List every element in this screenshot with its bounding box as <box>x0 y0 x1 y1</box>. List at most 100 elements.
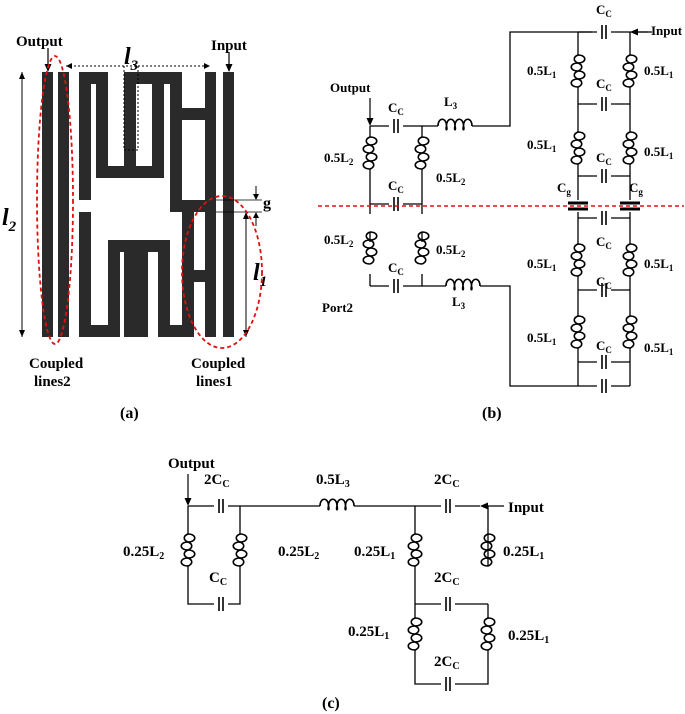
svg-text:0.25L1: 0.25L1 <box>503 544 544 562</box>
inductor-b-l1-6 <box>622 243 638 277</box>
upper-meander <box>79 72 216 200</box>
output-label-b: Output <box>330 80 371 95</box>
svg-text:CC: CC <box>596 150 612 167</box>
cc-cap-b-r2 <box>601 96 607 112</box>
svg-text:0.5L3: 0.5L3 <box>316 472 350 490</box>
coupled-line-2b <box>58 72 69 337</box>
q-l2-label-c2: 0.25L <box>278 544 314 560</box>
inductor-b-l1-1 <box>570 54 586 88</box>
half-l2-label-b3: 0.5L <box>324 232 349 247</box>
svg-text:0.5L1: 0.5L1 <box>527 137 557 154</box>
inductor-b-l2-2 <box>414 136 430 170</box>
svg-text:2CC: 2CC <box>434 570 460 588</box>
input-label-a: Input <box>211 38 247 54</box>
half-l1-label-b1: 0.5L <box>527 63 552 78</box>
svg-text:0.25L1: 0.25L1 <box>348 624 389 642</box>
svg-text:0.5L1: 0.5L1 <box>644 256 674 273</box>
cc-cap-b-r4 <box>601 210 607 226</box>
svg-text:CC: CC <box>388 178 404 195</box>
caption-b: (b) <box>482 405 502 422</box>
inductor-b-l1-8 <box>622 315 638 349</box>
two-cc-label-c3: 2C <box>434 570 452 586</box>
lower-meander <box>79 212 136 337</box>
svg-text:0.5L2: 0.5L2 <box>436 170 466 187</box>
svg-text:CC: CC <box>596 234 612 251</box>
svg-text:0.25L2: 0.25L2 <box>123 544 164 562</box>
half-l1-label-b2: 0.5L <box>644 63 669 78</box>
half-l2-label-b4: 0.5L <box>436 242 461 257</box>
upper-meander-right <box>136 84 164 178</box>
caption-a: (a) <box>120 405 139 422</box>
panel-b: Output Input CC CC CC L3 L3 0.5L2 0.5L2 … <box>318 2 684 422</box>
half-l2-label-b1: 0.5L <box>324 150 349 165</box>
g-label: g <box>263 195 271 212</box>
cc-label-b8: C <box>596 274 605 289</box>
cc-label-b3: C <box>388 260 397 275</box>
two-cc-cap-c1 <box>218 498 224 514</box>
layout-metal <box>42 72 234 337</box>
svg-text:2CC: 2CC <box>434 472 460 490</box>
cc-label-b7: C <box>596 234 605 249</box>
l3-label-b2: L <box>452 294 461 309</box>
half-l1-label-b4: 0.5L <box>644 144 669 159</box>
inductor-c-l1-3 <box>407 617 423 651</box>
svg-text:lines2: lines2 <box>34 374 71 390</box>
output-label-c: Output <box>168 456 215 472</box>
lower-meander-right <box>136 240 205 337</box>
svg-text:L3: L3 <box>452 294 466 311</box>
cg-label-b1: C <box>557 180 566 195</box>
half-l1-label-b5: 0.5L <box>527 256 552 271</box>
svg-text:0.25L1: 0.25L1 <box>354 544 395 562</box>
cc-label-b4: C <box>596 2 605 17</box>
l3-label-b1: L <box>444 94 453 109</box>
q-l2-label-c1: 0.25L <box>123 544 159 560</box>
panel-a: l3 l2 l1 g Output Input Coupl <box>2 34 271 422</box>
svg-text:2CC: 2CC <box>434 654 460 672</box>
cc-label-b9: C <box>596 338 605 353</box>
coupled-line-2a <box>42 72 53 337</box>
svg-text:CC: CC <box>388 260 404 277</box>
panel-c: Output Input 2CC CC 0.5L3 2CC 2CC 2CC 0.… <box>123 456 549 712</box>
inductor-c-l2-1 <box>180 533 196 567</box>
cc-cap-c <box>218 596 224 612</box>
cc-cap-b-r3 <box>601 168 607 184</box>
coupled-lines2-label: Coupled <box>29 356 84 372</box>
l1-dimension <box>243 212 249 337</box>
svg-text:0.5L1: 0.5L1 <box>644 63 674 80</box>
inductor-b-l3-bot <box>445 278 481 291</box>
l1-label: l <box>253 260 260 286</box>
two-cc-label-c2: 2C <box>434 472 452 488</box>
cc-label-b6: C <box>596 150 605 165</box>
inductor-c-l2-2 <box>232 533 248 567</box>
svg-text:0.5L1: 0.5L1 <box>644 340 674 357</box>
two-cc-cap-c2 <box>445 498 451 514</box>
svg-text:0.5L1: 0.5L1 <box>527 330 557 347</box>
half-l2-label-b2: 0.5L <box>436 170 461 185</box>
inductor-b-l1-2 <box>622 54 638 88</box>
svg-text:0.5L1: 0.5L1 <box>644 144 674 161</box>
coupled-line-1a <box>205 72 216 337</box>
svg-text:Cg: Cg <box>629 180 643 197</box>
half-l1-label-b8: 0.5L <box>644 340 669 355</box>
coupled-lines2-ellipse <box>36 55 74 345</box>
cg-label-b2: C <box>629 180 638 195</box>
right-ladder-wires <box>577 31 652 387</box>
svg-text:CC: CC <box>596 338 612 355</box>
cc-cap-b-top <box>393 118 399 134</box>
caption-c: (c) <box>322 695 340 712</box>
q-l1-label-c3: 0.25L <box>348 624 384 640</box>
inductor-b-l1-4 <box>622 131 638 165</box>
l3-dimension <box>66 63 210 151</box>
svg-text:lines1: lines1 <box>196 374 233 390</box>
svg-text:0.5L1: 0.5L1 <box>527 63 557 80</box>
output-label-a: Output <box>16 34 63 50</box>
svg-text:0.25L1: 0.25L1 <box>508 628 549 646</box>
inductor-b-l1-7 <box>570 315 586 349</box>
l2-dimension <box>19 72 25 337</box>
two-cc-cap-c3 <box>445 596 451 612</box>
cc-cap-b-r6 <box>601 354 607 370</box>
half-l1-label-b3: 0.5L <box>527 137 552 152</box>
svg-text:CC: CC <box>596 2 612 19</box>
cc-label-b1: C <box>388 100 397 115</box>
